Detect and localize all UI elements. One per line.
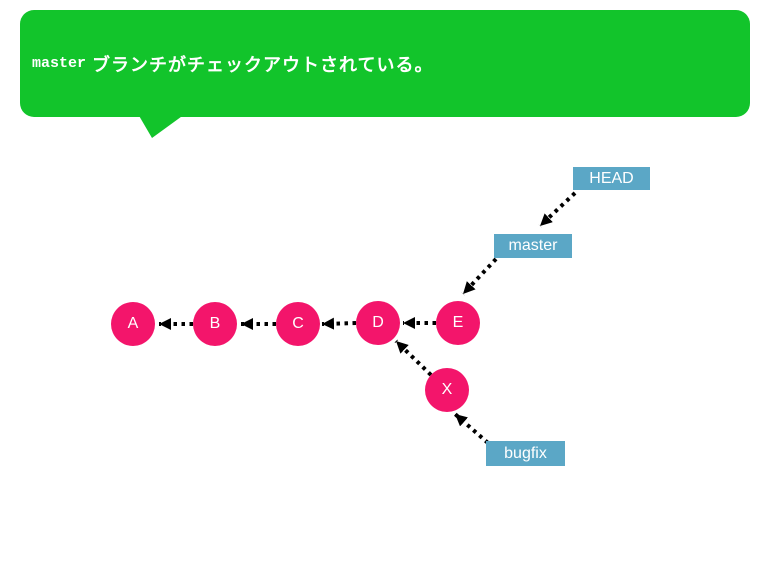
- dotted-arrow-bugfix-to-x: [453, 412, 490, 445]
- bubble-branch-name-text: master: [32, 55, 87, 72]
- head-label: HEAD: [573, 167, 650, 190]
- commit-node-b: B: [193, 302, 237, 346]
- master-label: master: [494, 234, 572, 258]
- speech-bubble: master ブランチがチェックアウトされている。: [20, 10, 750, 117]
- speech-bubble-tail: [138, 114, 185, 138]
- commit-node-a: A: [111, 302, 155, 346]
- dotted-arrow-x-to-d: [394, 339, 433, 377]
- bubble-message-text: ブランチがチェックアウトされている。: [92, 54, 434, 75]
- dotted-arrow-master-to-e: [461, 257, 498, 296]
- bugfix-label: bugfix: [486, 441, 565, 466]
- commit-node-d: D: [356, 301, 400, 345]
- dotted-arrow-d-to-c: [321, 317, 357, 330]
- dotted-arrow-head-to-master: [538, 191, 577, 228]
- commit-node-e: E: [436, 301, 480, 345]
- commit-node-c: C: [276, 302, 320, 346]
- commit-node-x: X: [425, 368, 469, 412]
